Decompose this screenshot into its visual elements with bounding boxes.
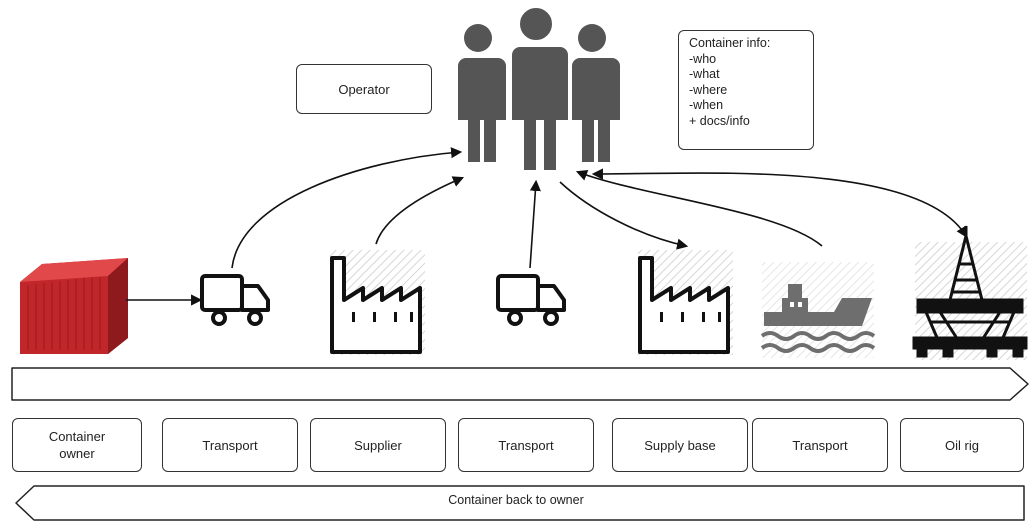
factory-icon xyxy=(330,250,425,355)
container-info-line: -who xyxy=(689,51,717,66)
stage-label: Supply base xyxy=(644,437,716,453)
stage-box-transport: Transport xyxy=(752,418,888,472)
truck-icon xyxy=(200,274,270,326)
operator-box: Operator xyxy=(296,64,432,114)
shipping-container-icon xyxy=(20,258,128,354)
stage-label: Transport xyxy=(202,437,258,453)
stage-box-transport: Transport xyxy=(458,418,594,472)
ship-icon xyxy=(760,262,876,358)
container-info-title: Container info: xyxy=(689,36,771,50)
container-info-line: + docs/info xyxy=(689,113,750,128)
oil-rig-icon xyxy=(912,226,1028,360)
container-info-line: -when xyxy=(689,98,724,112)
return-flow-arrow xyxy=(15,485,1025,521)
flow-arrows xyxy=(126,147,968,306)
stage-box-supply-base: Supply base xyxy=(612,418,748,472)
stage-label: Supplier xyxy=(354,437,402,453)
stage-box-supplier: Supplier xyxy=(310,418,446,472)
return-flow-label: Container back to owner xyxy=(448,493,584,507)
stage-box-transport: Transport xyxy=(162,418,298,472)
container-info-line: -where xyxy=(689,82,728,97)
container-info-box: Container info: -who -what -where -when … xyxy=(678,30,814,150)
factory-icon xyxy=(638,250,733,355)
operator-label: Operator xyxy=(338,81,390,97)
operator-people-icon xyxy=(458,6,620,172)
container-info-line: -what xyxy=(689,67,720,81)
stage-box-oil-rig: Oil rig xyxy=(900,418,1024,472)
truck-icon xyxy=(496,274,566,326)
stage-label: Transport xyxy=(792,437,848,453)
forward-flow-arrow xyxy=(11,367,1029,401)
stage-label: Oil rig xyxy=(945,437,979,453)
stage-label: Container owner xyxy=(48,429,106,461)
stage-box-container-owner: Container owner xyxy=(12,418,142,472)
stage-label: Transport xyxy=(498,437,554,453)
